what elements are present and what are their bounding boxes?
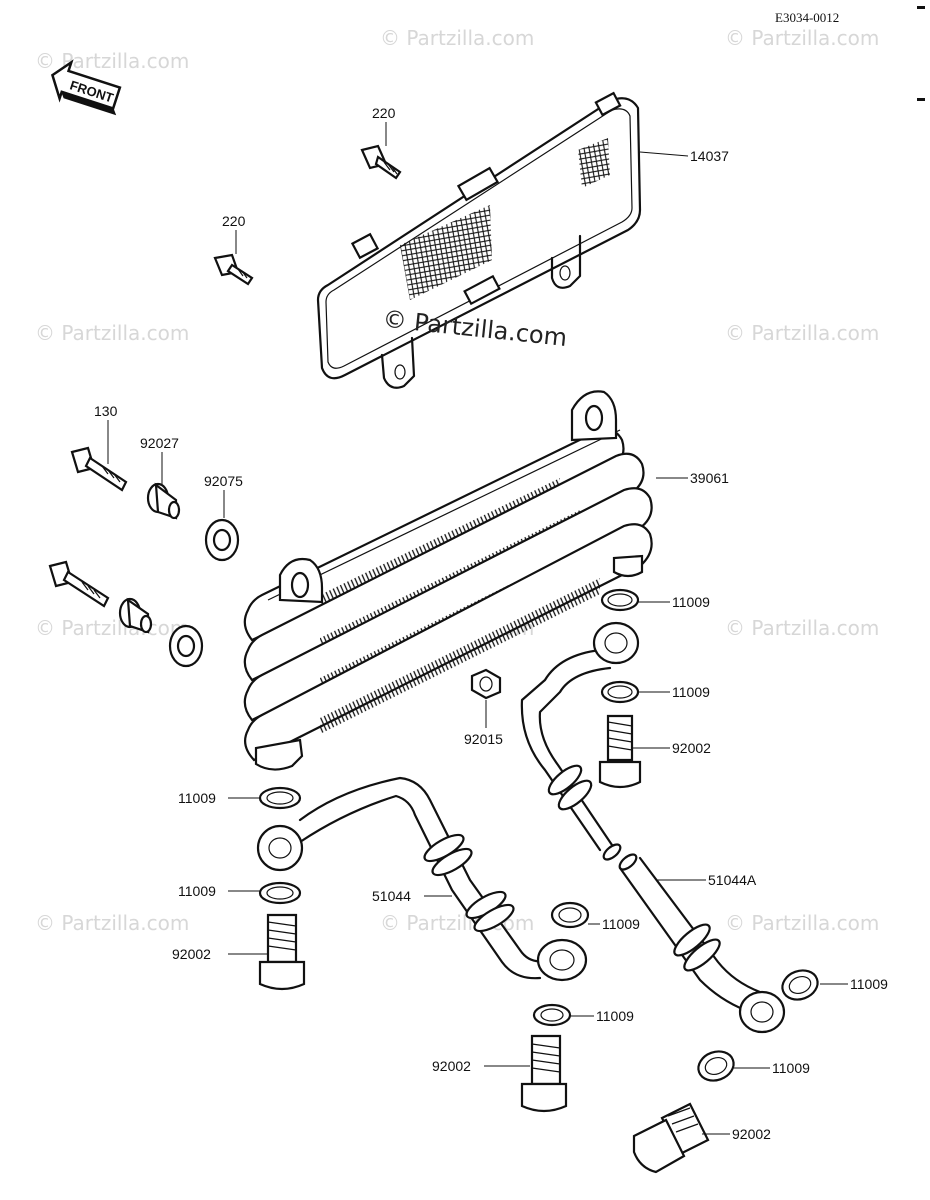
callout-220: 220: [222, 213, 246, 229]
callout-11009: 11009: [178, 790, 216, 806]
gasket-11009-f1: [781, 969, 819, 1001]
watermark: © Partzilla.com: [380, 26, 534, 50]
watermark: © Partzilla.com: [35, 616, 189, 640]
callout-11009: 11009: [602, 916, 640, 932]
gasket-11009-l2: [258, 881, 302, 905]
banjo-bolt-92002-m: [520, 1034, 568, 1113]
callout-130: 130: [94, 403, 118, 419]
callout-92075: 92075: [204, 473, 243, 489]
callout-220: 220: [372, 105, 396, 121]
callout-39061: 39061: [690, 470, 729, 486]
callout-92002: 92002: [432, 1058, 471, 1074]
damper-92075: [204, 518, 240, 562]
watermark-center: © Partzilla.com: [381, 305, 568, 352]
gasket-11009-r2: [600, 680, 640, 704]
callout-11009: 11009: [850, 976, 888, 992]
nut-92015: [470, 668, 502, 700]
watermark: © Partzilla.com: [725, 911, 879, 935]
oil-hose-51044: [256, 776, 588, 982]
oil-hose-51044a: [520, 621, 786, 1034]
watermark: © Partzilla.com: [35, 49, 189, 73]
gasket-11009-l1: [258, 786, 302, 810]
callout-labels: 14037 220 220 130 92027 92075 39061 9201…: [94, 105, 888, 1142]
oil-cooler-screen: [316, 91, 642, 389]
collar-92027-lower: [118, 597, 153, 634]
damper-92075-lower: [168, 624, 204, 668]
leader-lines: [107, 122, 848, 1135]
callout-92015: 92015: [464, 731, 503, 747]
callout-14037: 14037: [690, 148, 729, 164]
margin-mark: [917, 6, 925, 9]
bolt-220-lower: [213, 253, 254, 286]
callout-11009: 11009: [178, 883, 216, 899]
watermark: © Partzilla.com: [35, 321, 189, 345]
callout-11009: 11009: [672, 594, 710, 610]
callout-92002: 92002: [172, 946, 211, 962]
callout-51044: 51044: [372, 888, 411, 904]
callout-92027: 92027: [140, 435, 179, 451]
watermark: © Partzilla.com: [725, 616, 879, 640]
gasket-11009-m1: [550, 901, 590, 929]
gasket-11009-f2: [697, 1050, 735, 1082]
watermark: © Partzilla.com: [725, 321, 879, 345]
banjo-bolt-92002-r: [598, 714, 642, 789]
margin-mark: [917, 98, 925, 101]
banjo-bolt-92002-f: [632, 1102, 710, 1174]
collar-92027: [146, 482, 181, 520]
diagram-code: E3034-0012: [775, 10, 839, 25]
banjo-bolt-92002-l: [258, 913, 306, 991]
watermark: © Partzilla.com: [35, 911, 189, 935]
callout-11009: 11009: [672, 684, 710, 700]
oil-cooler-core: [243, 390, 653, 771]
callout-92002: 92002: [732, 1126, 771, 1142]
mount-bolt-130-lower: [48, 560, 110, 608]
callout-11009: 11009: [596, 1008, 634, 1024]
callout-11009: 11009: [772, 1060, 810, 1076]
bolt-220-upper: [360, 144, 402, 180]
gasket-11009-m2: [532, 1003, 572, 1027]
callout-51044a: 51044A: [708, 872, 757, 888]
gasket-11009-r1: [600, 588, 640, 612]
watermark-layer: © Partzilla.com © Partzilla.com © Partzi…: [35, 26, 879, 935]
watermark: © Partzilla.com: [725, 26, 879, 50]
callout-92002: 92002: [672, 740, 711, 756]
mount-bolt-130-upper: [70, 446, 128, 492]
